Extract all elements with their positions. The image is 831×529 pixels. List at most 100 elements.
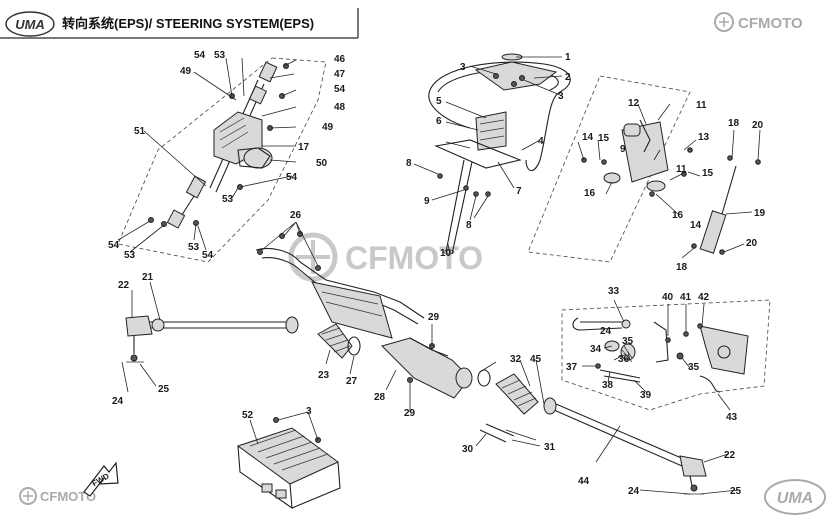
callout-36: 36 [618,354,630,365]
cfmoto-watermark-center: CFMOTO [288,232,483,282]
callout-8: 8 [466,220,472,231]
callout-30: 30 [462,444,474,455]
callout-7: 7 [516,186,522,197]
callout-31: 31 [544,442,556,453]
callout-42: 42 [698,292,710,303]
callout-33: 33 [608,286,620,297]
callout-24: 24 [628,486,640,497]
callout-50: 50 [316,158,328,169]
callout-4: 4 [538,136,544,147]
callout-49: 49 [180,66,192,77]
callout-6: 6 [436,116,442,127]
callout-5: 5 [436,96,442,107]
uma-logo-bottom-right: UMA [764,479,826,515]
callout-53: 53 [124,250,136,261]
callout-26: 26 [290,210,302,221]
callout-37: 37 [566,362,578,373]
right-tie-rod-assembly [475,359,739,495]
uma-brand-text-bottom: UMA [777,490,813,507]
callout-54: 54 [202,250,214,261]
callout-20: 20 [746,238,758,249]
callout-38: 38 [602,380,614,391]
callout-53: 53 [222,194,234,205]
callout-25: 25 [158,384,170,395]
callout-47: 47 [334,69,346,80]
callout-51: 51 [134,126,146,137]
callout-2: 2 [565,72,571,83]
steering-column-assembly [117,57,327,263]
callout-32: 32 [510,354,522,365]
callout-54: 54 [194,50,206,61]
callout-15: 15 [702,168,714,179]
cfmoto-brand-text: CFMOTO [738,15,803,32]
callout-9: 9 [620,144,626,155]
callout-25: 25 [730,486,742,497]
cfmoto-logo-top-right: CFMOTO [714,12,803,32]
callout-24: 24 [112,396,124,407]
callout-54: 54 [108,240,120,251]
callout-28: 28 [374,392,386,403]
callout-54: 54 [286,172,298,183]
callout-22: 22 [724,450,736,461]
uma-logo-text: UMA [15,17,45,32]
callout-44: 44 [578,476,590,487]
header: UMA 转向系统(EPS)/ STEERING SYSTEM(EPS) [0,4,360,39]
callout-41: 41 [680,292,692,303]
callout-53: 53 [214,50,226,61]
callout-27: 27 [346,376,358,387]
callout-22: 22 [118,280,130,291]
callout-3: 3 [460,62,466,73]
bracket-linkage-assembly [561,299,771,411]
callout-39: 39 [640,390,652,401]
callout-54: 54 [334,84,346,95]
cfmoto-logo-bottom-left: CFMOTO [19,487,96,505]
callout-21: 21 [142,272,154,283]
callout-19: 19 [754,208,766,219]
callout-53: 53 [188,242,200,253]
callout-13: 13 [698,132,710,143]
callout-48: 48 [334,102,346,113]
callout-16: 16 [584,188,596,199]
callout-18: 18 [728,118,740,129]
callout-8: 8 [406,158,412,169]
fwd-arrow-icon: FWD [83,461,119,497]
callout-18: 18 [676,262,688,273]
callout-49: 49 [322,122,334,133]
callout-35: 35 [688,362,700,373]
callout-40: 40 [662,292,674,303]
callout-29: 29 [404,408,416,419]
callout-15: 15 [598,133,610,144]
callout-46: 46 [334,54,346,65]
callout-3: 3 [558,91,564,102]
callout-43: 43 [726,412,738,423]
uma-logo: UMA [5,11,55,37]
callout-24: 24 [600,326,612,337]
callout-3: 3 [306,406,312,417]
callout-20: 20 [752,120,764,131]
eps-controller-unit [236,411,341,510]
steering-rack-assembly [255,221,497,412]
callout-45: 45 [530,354,542,365]
steering-damper-assembly [527,75,761,263]
left-tie-rod-assembly [121,281,361,393]
callout-17: 17 [298,142,310,153]
callout-16: 16 [672,210,684,221]
callout-29: 29 [428,312,440,323]
callout-52: 52 [242,410,254,421]
callout-14: 14 [582,132,594,143]
page-title: 转向系统(EPS)/ STEERING SYSTEM(EPS) [62,16,314,31]
callout-9: 9 [424,196,430,207]
cfmoto-brand-text-bottom: CFMOTO [40,489,96,504]
callout-35: 35 [622,336,634,347]
cfmoto-watermark-text: CFMOTO [345,240,483,276]
steering-wheel-assembly [413,53,571,255]
callout-34: 34 [590,344,602,355]
callout-11: 11 [696,100,707,111]
callout-14: 14 [690,220,702,231]
callout-12: 12 [628,98,640,109]
callout-23: 23 [318,370,330,381]
callout-10: 10 [440,248,452,259]
callout-labels: 1 2 3 3 3 4 5 6 7 8 8 9 9 10 11 11 12 13… [108,50,766,497]
callout-11: 11 [676,164,687,175]
